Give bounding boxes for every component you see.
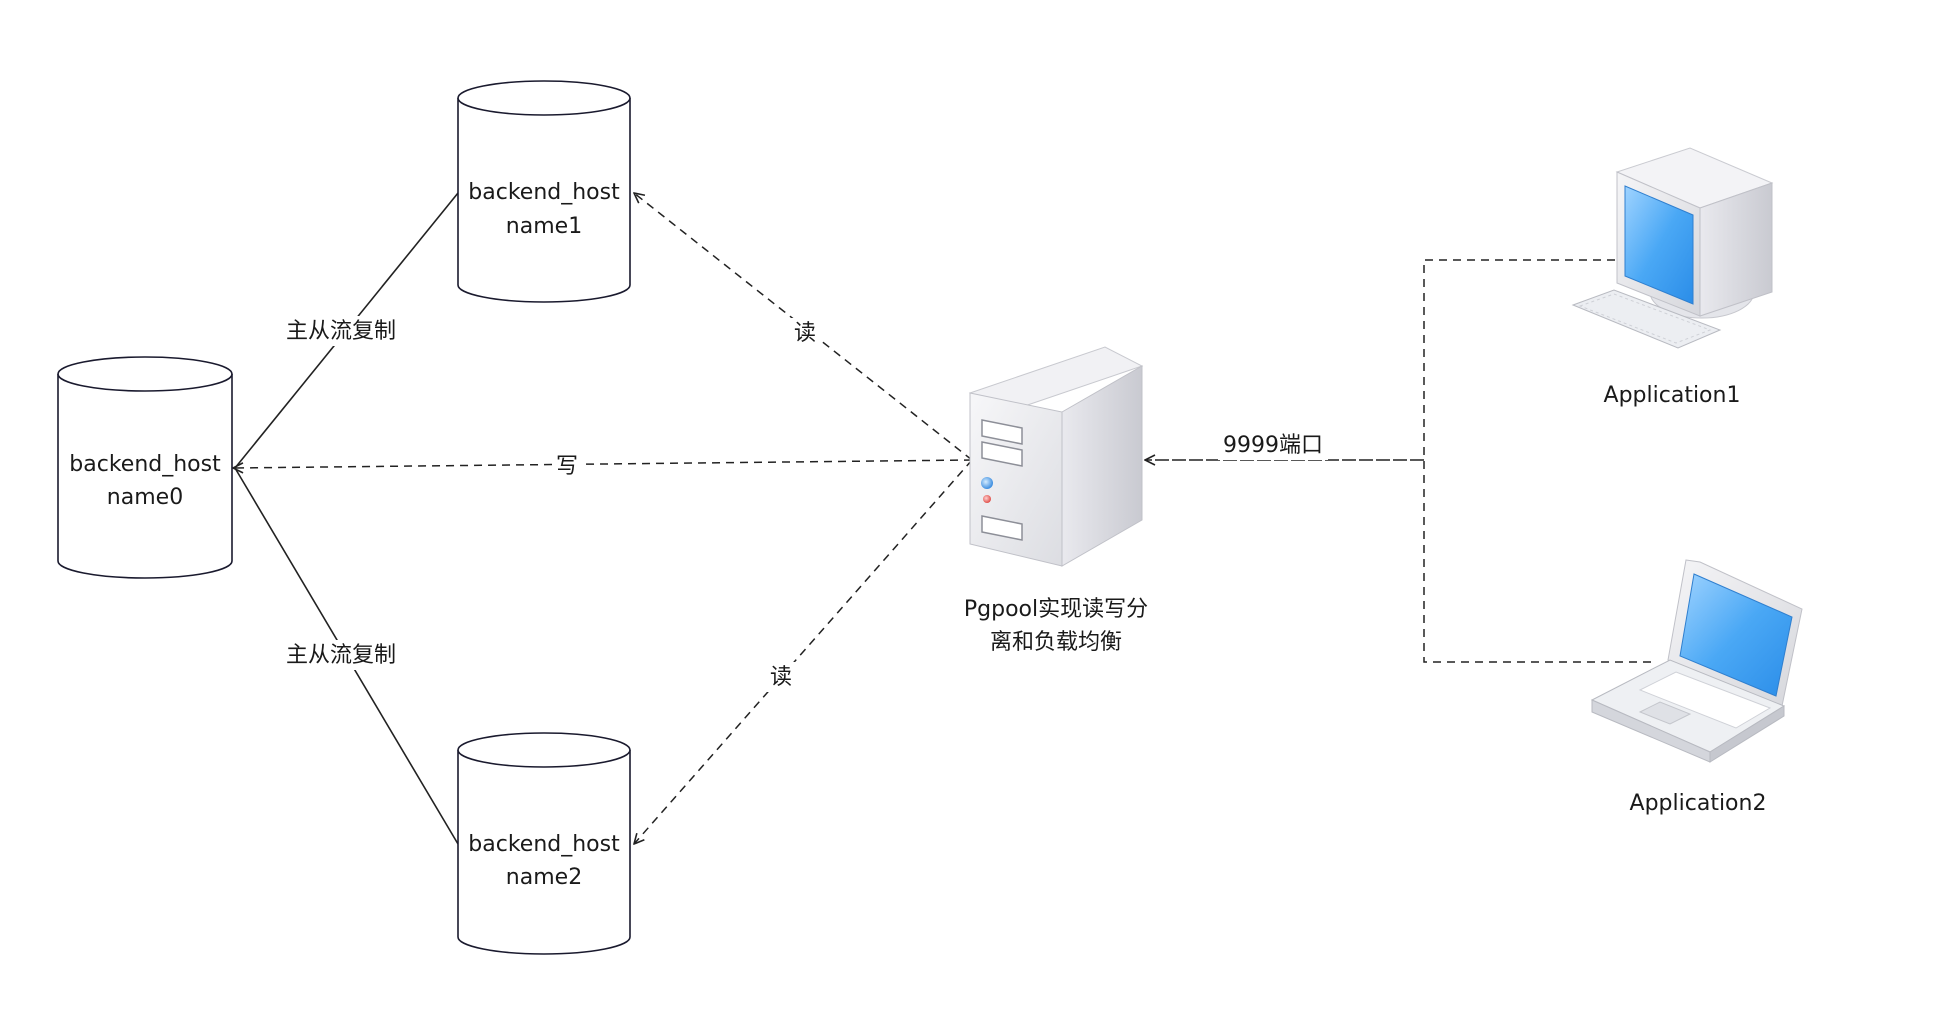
application1-label: Application1 [1604,383,1741,408]
replication-label-top: 主从流复制 [286,319,396,344]
port-label: 9999端口 [1223,433,1323,458]
application2-label: Application2 [1630,791,1767,816]
laptop-icon [1590,559,1803,763]
server-tower-icon [968,346,1144,567]
database-label-line1: backend_host [468,180,620,205]
app-connector [1423,259,1655,663]
database-label-line1: backend_host [69,452,221,477]
database-node-name1: backend_host name1 [457,80,631,303]
database-label-line2: name1 [506,214,582,239]
desktop-computer-icon [1571,147,1774,349]
write-arrow [233,459,973,468]
application2-node: Application2 [1590,559,1803,816]
database-cylinder-icon [57,356,233,579]
pgpool-node: Pgpool实现读写分 离和负载均衡 [964,346,1148,655]
write-label: 写 [556,454,578,479]
database-label-line2: name0 [107,485,183,510]
replication-label-bottom: 主从流复制 [286,643,396,668]
read-label-top: 读 [794,321,816,346]
database-cylinder-icon [457,80,631,303]
edges [233,193,1655,844]
pgpool-label-line2: 离和负载均衡 [990,630,1122,655]
database-node-name0: backend_host name0 [57,356,233,579]
database-node-name2: backend_host name2 [457,732,631,955]
application1-node: Application1 [1571,147,1774,408]
database-cylinder-icon [457,732,631,955]
database-label-line1: backend_host [468,832,620,857]
edge-labels: 主从流复制 主从流复制 读 读 写 9999端口 [278,316,1328,692]
read-arrow-bottom [634,459,973,844]
pgpool-label-line1: Pgpool实现读写分 [964,597,1148,622]
read-label-bottom: 读 [770,665,792,690]
database-label-line2: name2 [506,865,582,890]
